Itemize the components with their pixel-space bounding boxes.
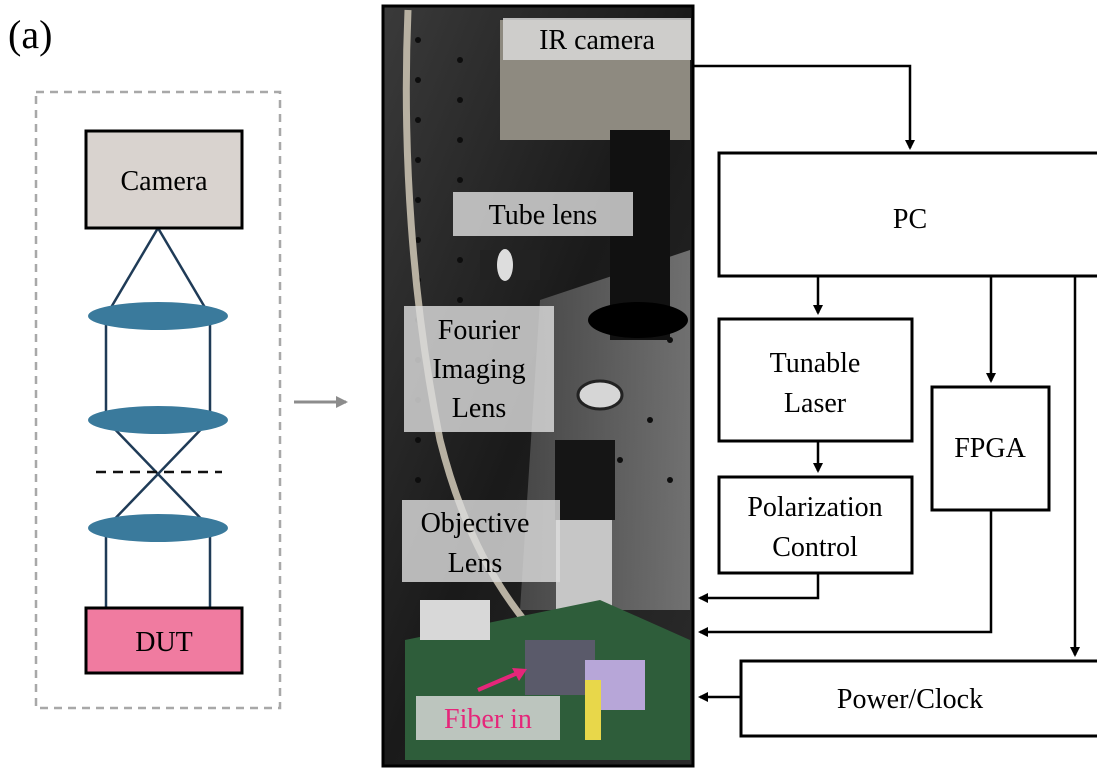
tunable-laser-label-line2: Laser — [784, 388, 847, 419]
lens-top — [88, 302, 228, 330]
fpga-to-chip-arrow — [698, 510, 993, 637]
camera-lens-mount — [588, 302, 688, 338]
objective-barrel — [555, 440, 615, 520]
sma-connector — [585, 680, 601, 740]
pc-box — [717, 151, 1097, 278]
optics-schematic: Camera DUT — [34, 90, 282, 710]
fourier-lens-label-line3: Lens — [452, 393, 506, 424]
tube-lens-label-bg — [453, 192, 633, 236]
polarization-control-label-line1: Polarization — [747, 492, 882, 523]
ir-camera-to-pc-arrow — [693, 64, 915, 150]
chip — [525, 640, 595, 695]
setup-photo: IR camera Tube lens Fourier Imaging Lens… — [381, 4, 695, 768]
polarization-control-label-line2: Control — [772, 532, 858, 563]
lens-middle — [88, 406, 228, 434]
fourier-lens-label-line2: Imaging — [432, 354, 525, 385]
fourier-lens-label-bg — [404, 306, 554, 432]
objective-lens-label-line2: Lens — [448, 548, 502, 579]
objective-lens-label-bg — [402, 500, 560, 582]
fpga-box — [930, 385, 1051, 512]
tunable-laser-label-line1: Tunable — [770, 348, 861, 379]
pc-label: PC — [893, 204, 927, 235]
block-diagram: PC Tunable Laser FPGA Polarization Contr… — [693, 64, 1097, 738]
tube-lens-ring — [497, 249, 513, 281]
connection-lines — [693, 64, 1080, 702]
fiber-arrow — [477, 670, 521, 692]
objective-lens-label-line1: Objective — [421, 508, 530, 539]
ir-camera-label: IR camera — [539, 25, 655, 56]
power-clock-label: Power/Clock — [837, 684, 983, 715]
ray-lines — [104, 227, 212, 608]
fourier-lens-label-line1: Fourier — [438, 315, 521, 346]
fiber-arrow-head — [512, 668, 527, 681]
camera-label: Camera — [120, 166, 208, 197]
dut-box — [84, 606, 244, 675]
tunable-laser-box — [717, 317, 914, 443]
schematic-frame — [34, 90, 282, 710]
ir-camera-label-bg — [503, 18, 691, 60]
lens-bottom — [88, 514, 228, 542]
power-clock-box — [739, 659, 1097, 738]
dut-label: DUT — [135, 627, 193, 658]
fourier-lens-element — [576, 379, 624, 411]
tube-lens-label: Tube lens — [489, 200, 598, 231]
camera-box — [84, 129, 244, 230]
ribbon-cable — [420, 600, 490, 640]
fiber-in-label-bg — [416, 696, 560, 740]
polarization-control-box — [717, 475, 914, 575]
panel-label: (a) — [8, 12, 52, 57]
fpga-label: FPGA — [954, 433, 1026, 464]
polarization-to-chip-arrow — [698, 573, 820, 603]
fiber-in-label: Fiber in — [444, 704, 532, 735]
